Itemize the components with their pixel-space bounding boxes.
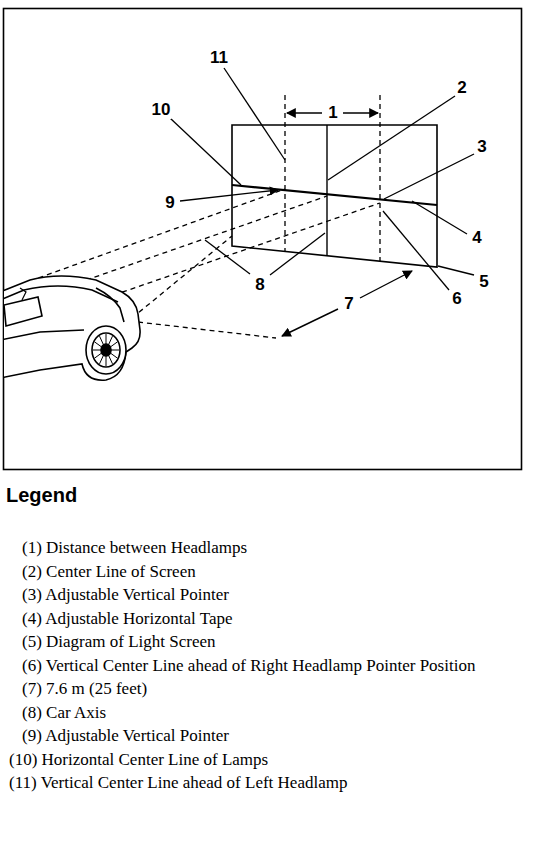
distance-arrow: [360, 271, 412, 298]
callout-number: 11: [209, 49, 229, 67]
wheel-spoke: [110, 353, 117, 358]
legend-entry: (3) Adjustable Vertical Pointer: [22, 583, 501, 607]
wheel-spoke: [95, 353, 102, 358]
leader-line: [412, 201, 467, 234]
car-illustration: [4, 276, 140, 380]
callout-number: 6: [451, 290, 462, 308]
leader-line: [383, 211, 449, 290]
legend-entry: (9) Adjustable Vertical Pointer: [22, 724, 501, 748]
light-beam: [88, 203, 380, 304]
wheel-spoke: [95, 342, 102, 347]
wheel-spoke: [100, 336, 104, 345]
wheel-spoke: [100, 355, 104, 364]
dimension-arrow: [343, 112, 378, 113]
light-screen: [232, 125, 437, 267]
leader-line: [180, 190, 278, 201]
leader-line: [270, 233, 325, 275]
callout-number: 9: [164, 194, 175, 212]
callout-number: 3: [476, 138, 487, 156]
light-beam: [30, 189, 285, 281]
screen-center-line: [326, 125, 327, 256]
wheel-spoke: [109, 336, 113, 345]
leader-line: [384, 154, 474, 199]
wheel-spoke: [109, 355, 113, 364]
callout-number: 7: [343, 295, 354, 313]
distance-arrow: [282, 309, 338, 336]
legend-entry: (5) Diagram of Light Screen: [22, 630, 501, 654]
leader-line: [328, 96, 455, 180]
callout-number: 4: [471, 229, 482, 247]
right-headlamp-line: [379, 95, 380, 261]
light-beam: [52, 196, 327, 292]
floor-line: [138, 322, 276, 338]
wheel-spoke: [93, 350, 101, 351]
callout-number: 5: [478, 273, 489, 291]
wheel-spoke: [110, 342, 117, 347]
legend-entry: (7) 7.6 m (25 feet): [22, 677, 501, 701]
wheel-spoke: [106, 334, 107, 344]
legend-entry: (6) Vertical Center Line ahead of Right …: [22, 654, 501, 678]
leader-line: [170, 118, 241, 185]
legend-entry: (1) Distance between Headlamps: [22, 536, 501, 560]
leader-line: [438, 266, 474, 275]
callout-number: 10: [151, 101, 172, 119]
legend-heading: Legend: [6, 483, 77, 507]
wheel-spoke: [106, 356, 107, 366]
legend-entry: (8) Car Axis: [22, 701, 501, 725]
leader-line: [205, 240, 250, 274]
legend-entry: (4) Adjustable Horizontal Tape: [22, 607, 501, 631]
legend-entry: (2) Center Line of Screen: [22, 560, 501, 584]
leader-line: [224, 68, 285, 160]
dimension-arrow: [287, 112, 322, 113]
callout-number: 8: [254, 276, 265, 294]
callout-number: 2: [456, 79, 467, 97]
left-headlamp-line: [284, 95, 285, 251]
legend-entry: (11) Vertical Center Line ahead of Left …: [9, 771, 488, 795]
callout-number: 1: [327, 104, 338, 122]
figure-frame: [4, 9, 522, 470]
wheel-spoke: [111, 350, 119, 351]
legend-entry: (10) Horizontal Center Line of Lamps: [9, 748, 488, 772]
